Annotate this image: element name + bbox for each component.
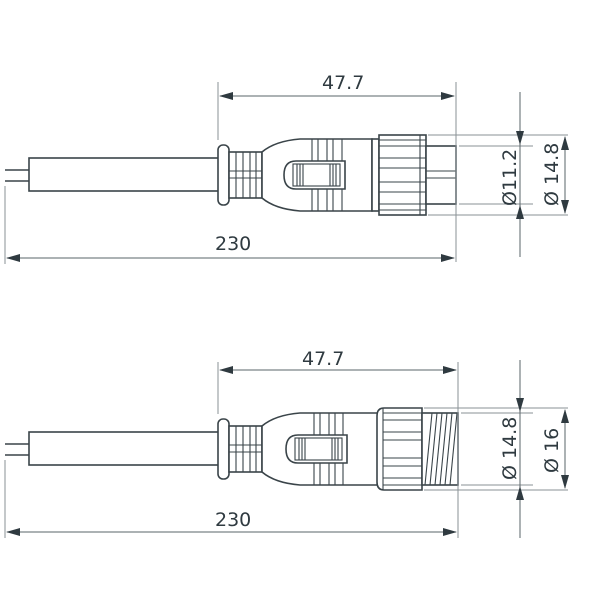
- dimension-connector-length: 47.7: [217, 348, 459, 538]
- strain-relief-collar: [217, 144, 230, 206]
- male-connector-view: 47.7 230 Ø 14.8 Ø 16: [4, 348, 569, 538]
- ribbed-grip: [228, 425, 263, 473]
- coupling-nut: [376, 407, 423, 491]
- dimension-total-length: 230: [4, 186, 455, 264]
- dimension-connector-length: 47.7: [217, 72, 457, 262]
- outer-diameter-label: Ø 16: [541, 428, 563, 473]
- cable-wires: [5, 443, 30, 456]
- threaded-end: [421, 412, 459, 486]
- cable-jacket: [28, 157, 220, 192]
- dimension-label: 230: [215, 233, 251, 255]
- ribbed-grip: [228, 151, 263, 199]
- dimension-diameters: Ø 14.8 Ø 16: [424, 360, 569, 538]
- latch-slot: [285, 434, 348, 464]
- dimension-label: 47.7: [302, 348, 344, 370]
- neck-ring: [371, 138, 380, 212]
- strain-relief-collar: [217, 418, 230, 480]
- dimension-label: 47.7: [322, 72, 364, 94]
- female-connector-view: 47.7 230 Ø11.2 Ø 14.8: [4, 72, 569, 264]
- socket-face: [425, 145, 457, 205]
- dimension-label: 230: [215, 509, 251, 531]
- latch-slot: [283, 160, 346, 190]
- dimension-total-length: 230: [4, 460, 457, 538]
- outer-diameter-label: Ø 14.8: [541, 143, 563, 206]
- inner-diameter-label: Ø11.2: [499, 149, 521, 206]
- dimension-diameters: Ø11.2 Ø 14.8: [428, 92, 569, 257]
- inner-diameter-label: Ø 14.8: [499, 417, 521, 480]
- coupling-nut: [378, 134, 427, 216]
- cable-jacket: [28, 431, 220, 466]
- cable-wires: [5, 169, 30, 182]
